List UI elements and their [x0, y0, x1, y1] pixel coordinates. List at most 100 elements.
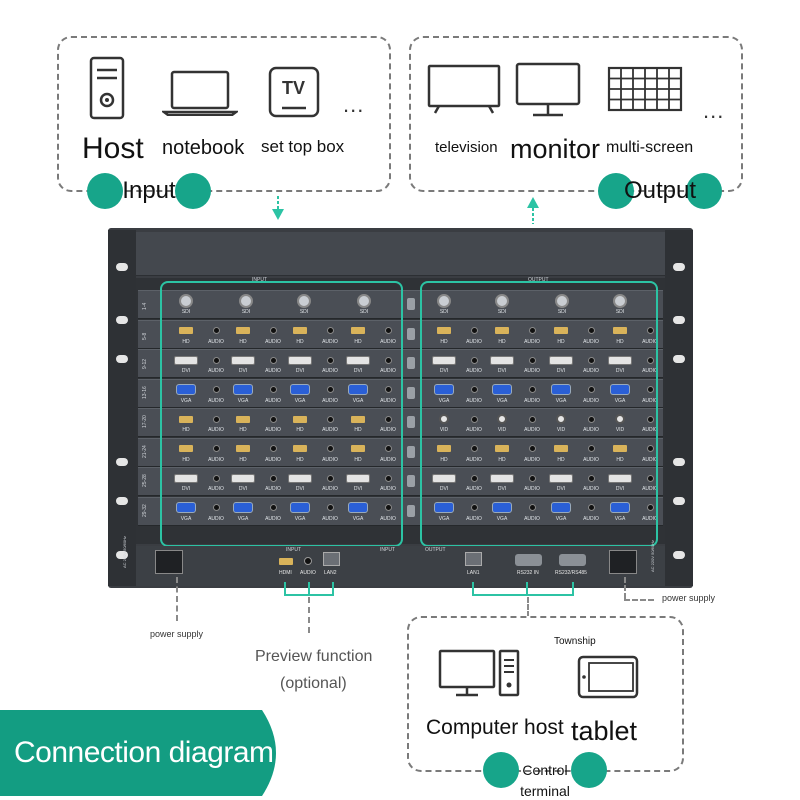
sdi-connector[interactable]: [179, 294, 193, 308]
audio-connector[interactable]: [326, 386, 334, 393]
dvi-connector[interactable]: [549, 473, 573, 483]
vga-connector[interactable]: [176, 502, 196, 513]
lan2-port[interactable]: [323, 552, 340, 566]
audio-connector[interactable]: [470, 504, 478, 511]
hd-connector[interactable]: [293, 415, 307, 423]
hd-connector[interactable]: [351, 327, 365, 334]
hd-connector[interactable]: [236, 445, 250, 452]
hd-connector[interactable]: [179, 327, 193, 334]
vga-connector[interactable]: [551, 384, 571, 395]
dvi-connector[interactable]: [608, 473, 632, 483]
audio-connector[interactable]: [212, 327, 220, 334]
vga-connector[interactable]: [610, 384, 630, 395]
vga-connector[interactable]: [290, 384, 310, 395]
lan1-port[interactable]: [465, 552, 482, 566]
vga-connector[interactable]: [348, 384, 368, 395]
vga-connector[interactable]: [492, 384, 512, 395]
dvi-connector[interactable]: [608, 355, 632, 365]
audio-connector[interactable]: [470, 356, 478, 364]
hd-connector[interactable]: [179, 445, 193, 452]
audio-connector[interactable]: [326, 327, 334, 334]
audio-connector[interactable]: [269, 504, 277, 511]
audio-connector[interactable]: [269, 474, 277, 482]
audio-connector[interactable]: [470, 327, 478, 334]
audio-connector[interactable]: [646, 445, 654, 452]
audio-connector[interactable]: [212, 415, 220, 423]
audio-connector[interactable]: [384, 474, 392, 482]
audio-connector[interactable]: [587, 415, 595, 423]
hd-connector[interactable]: [554, 327, 568, 334]
hd-connector[interactable]: [236, 415, 250, 423]
audio-connector[interactable]: [528, 356, 536, 364]
audio-connector[interactable]: [646, 356, 654, 364]
audio-connector[interactable]: [587, 356, 595, 364]
sdi-connector[interactable]: [437, 294, 451, 308]
dvi-connector[interactable]: [346, 355, 370, 365]
dvi-connector[interactable]: [288, 473, 312, 483]
audio-connector[interactable]: [212, 356, 220, 364]
dvi-connector[interactable]: [549, 355, 573, 365]
hd-connector[interactable]: [351, 445, 365, 452]
audio-connector[interactable]: [646, 327, 654, 334]
audio-connector[interactable]: [326, 474, 334, 482]
hd-connector[interactable]: [613, 327, 627, 334]
audio-connector[interactable]: [384, 386, 392, 393]
audio-connector[interactable]: [269, 327, 277, 334]
sdi-connector[interactable]: [357, 294, 371, 308]
audio-connector[interactable]: [587, 327, 595, 334]
dvi-connector[interactable]: [288, 355, 312, 365]
hd-connector[interactable]: [495, 445, 509, 452]
audio-connector[interactable]: [384, 445, 392, 452]
vga-connector[interactable]: [348, 502, 368, 513]
audio-connector[interactable]: [269, 445, 277, 452]
audio-connector[interactable]: [528, 504, 536, 511]
audio-connector[interactable]: [470, 415, 478, 423]
vga-connector[interactable]: [610, 502, 630, 513]
audio-connector[interactable]: [384, 327, 392, 334]
audio-connector[interactable]: [528, 474, 536, 482]
dvi-connector[interactable]: [174, 473, 198, 483]
audio-connector[interactable]: [528, 386, 536, 393]
vga-connector[interactable]: [176, 384, 196, 395]
dvi-connector[interactable]: [432, 473, 456, 483]
audio-connector[interactable]: [326, 415, 334, 423]
audio-connector[interactable]: [646, 415, 654, 423]
vga-connector[interactable]: [233, 502, 253, 513]
hd-connector[interactable]: [437, 327, 451, 334]
hd-connector[interactable]: [613, 445, 627, 452]
rs232-in-port[interactable]: [515, 554, 542, 566]
audio-connector[interactable]: [269, 386, 277, 393]
vga-connector[interactable]: [290, 502, 310, 513]
rs232-485-port[interactable]: [559, 554, 586, 566]
vga-connector[interactable]: [434, 502, 454, 513]
audio-connector[interactable]: [528, 415, 536, 423]
audio-connector[interactable]: [212, 504, 220, 511]
audio-connector[interactable]: [326, 504, 334, 511]
audio-connector[interactable]: [646, 386, 654, 393]
audio-connector[interactable]: [646, 474, 654, 482]
hd-connector[interactable]: [495, 327, 509, 334]
audio-connector[interactable]: [587, 504, 595, 511]
audio-connector[interactable]: [646, 504, 654, 511]
audio-connector[interactable]: [384, 356, 392, 364]
hd-connector[interactable]: [554, 445, 568, 452]
sdi-connector[interactable]: [613, 294, 627, 308]
hd-connector[interactable]: [236, 327, 250, 334]
dvi-connector[interactable]: [490, 355, 514, 365]
audio-connector[interactable]: [470, 386, 478, 393]
vga-connector[interactable]: [551, 502, 571, 513]
dvi-connector[interactable]: [231, 473, 255, 483]
audio-port[interactable]: [304, 557, 312, 565]
audio-connector[interactable]: [587, 474, 595, 482]
vid-connector[interactable]: [615, 414, 625, 424]
hdmi-port[interactable]: [279, 558, 293, 565]
audio-connector[interactable]: [384, 504, 392, 511]
dvi-connector[interactable]: [490, 473, 514, 483]
audio-connector[interactable]: [212, 445, 220, 452]
dvi-connector[interactable]: [346, 473, 370, 483]
hd-connector[interactable]: [179, 415, 193, 423]
vid-connector[interactable]: [556, 414, 566, 424]
vga-connector[interactable]: [492, 502, 512, 513]
vga-connector[interactable]: [233, 384, 253, 395]
audio-connector[interactable]: [384, 415, 392, 423]
